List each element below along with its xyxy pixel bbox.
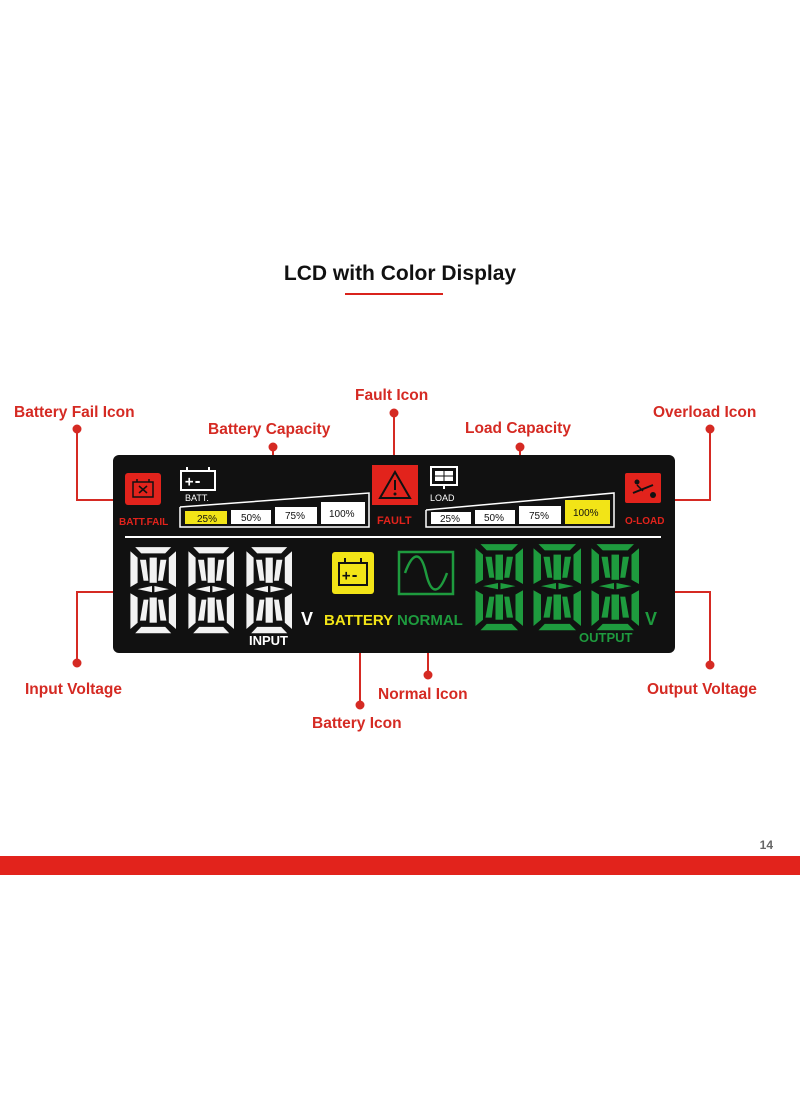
battery-mode-icon: +-	[332, 552, 374, 594]
callout-fault: Fault Icon	[355, 387, 429, 404]
load-level-75	[519, 506, 561, 524]
input-digits	[130, 547, 292, 634]
page-number: 14	[759, 838, 773, 852]
callout-normal: Normal Icon	[378, 686, 468, 703]
svg-text:100%: 100%	[573, 508, 599, 519]
svg-text:+-: +-	[185, 474, 202, 490]
svg-text:75%: 75%	[529, 511, 549, 522]
callout-battery-fail: Battery Fail Icon	[14, 404, 135, 421]
output-label: OUTPUT	[579, 630, 633, 645]
input-label: INPUT	[249, 633, 288, 648]
lcd-graphics: BATT.FAIL +- BATT. 25% 50% 75% 100%	[119, 465, 664, 648]
normal-mode-label: NORMAL	[397, 612, 463, 629]
load-label: LOAD	[430, 493, 455, 503]
page-title: LCD with Color Display	[283, 262, 517, 285]
footer-bar	[0, 856, 800, 875]
input-unit: V	[301, 609, 313, 629]
fault-icon	[372, 465, 418, 505]
callout-input-voltage: Input Voltage	[25, 681, 123, 698]
overload-label: O-LOAD	[625, 516, 664, 527]
callout-battery-icon: Battery Icon	[312, 715, 402, 732]
overload-icon	[625, 473, 661, 503]
load-level-100	[565, 500, 610, 524]
callout-battery-capacity: Battery Capacity	[208, 421, 331, 438]
callout-output-voltage: Output Voltage	[647, 681, 757, 698]
svg-text:50%: 50%	[484, 513, 504, 524]
svg-text:25%: 25%	[440, 514, 460, 525]
battery-level-75	[275, 507, 317, 524]
batt-label: BATT.	[185, 493, 209, 503]
battery-mode-label: BATTERY	[324, 612, 393, 629]
fault-label: FAULT	[377, 515, 412, 527]
battery-outline-icon: +-	[180, 467, 216, 491]
title-underline	[345, 293, 443, 295]
svg-text:75%: 75%	[285, 511, 305, 522]
battery-capacity-bar: 25% 50% 75% 100%	[179, 492, 370, 528]
load-level-25	[431, 512, 471, 524]
svg-text:+-: +-	[342, 568, 359, 584]
lcd-panel: BATT.FAIL +- BATT. 25% 50% 75% 100%	[113, 455, 675, 653]
output-digits	[475, 544, 639, 631]
battery-level-100	[321, 502, 365, 524]
callout-overload: Overload Icon	[653, 404, 757, 421]
svg-text:25%: 25%	[197, 514, 217, 525]
svg-text:50%: 50%	[241, 513, 261, 524]
batt-fail-label: BATT.FAIL	[119, 517, 168, 528]
battery-level-50	[231, 510, 271, 524]
output-unit: V	[645, 609, 657, 629]
normal-mode-icon	[397, 550, 455, 596]
load-capacity-bar: 25% 50% 75% 100%	[425, 492, 615, 528]
load-level-50	[475, 510, 515, 524]
callout-load-capacity: Load Capacity	[465, 420, 571, 437]
svg-text:100%: 100%	[329, 509, 355, 520]
battery-fail-icon	[125, 473, 161, 505]
battery-level-25	[185, 511, 227, 524]
load-monitor-icon	[430, 466, 458, 489]
